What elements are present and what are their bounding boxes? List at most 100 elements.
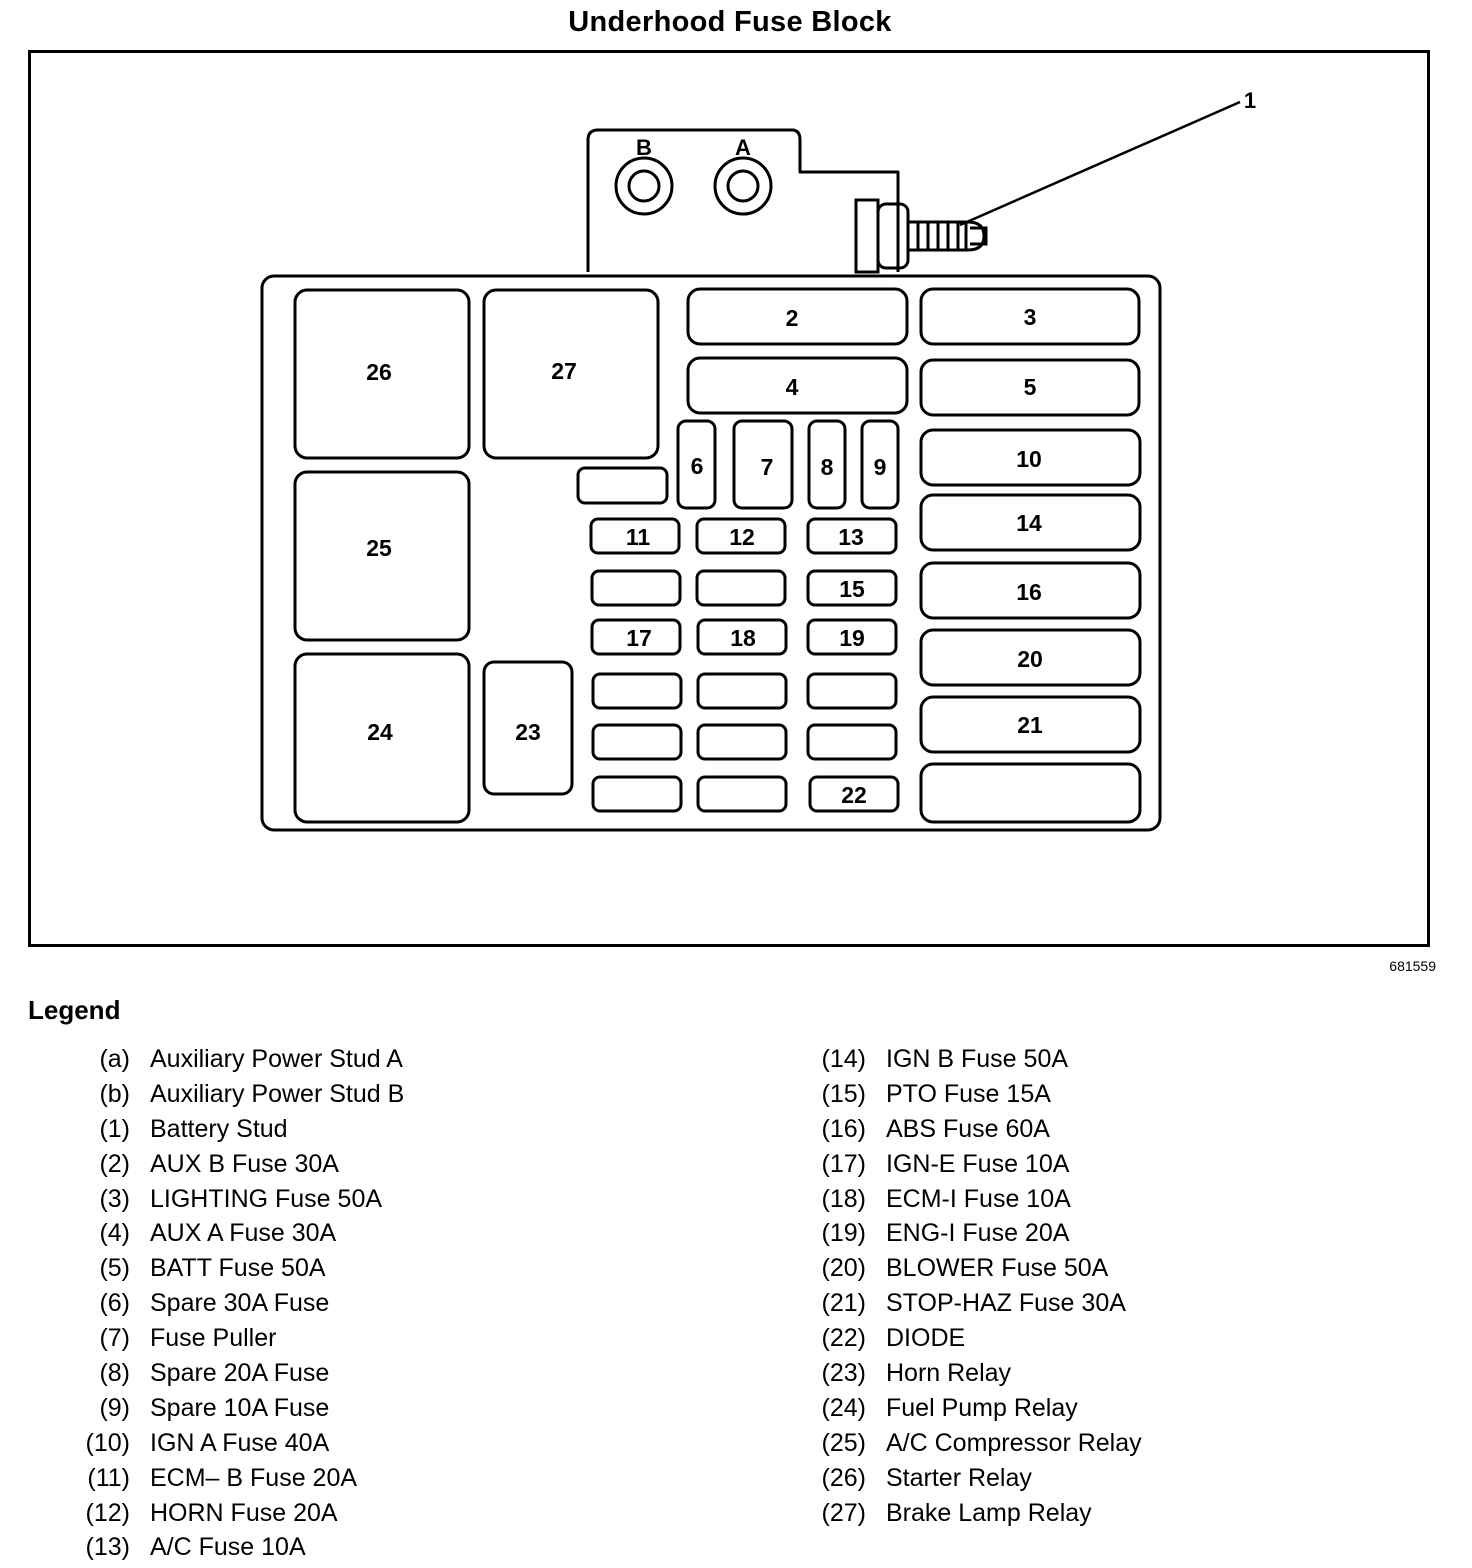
empty-slot [591,775,683,813]
legend-item: (2)AUX B Fuse 30A [78,1147,339,1182]
fuse-block-diagram: B A 1 [260,88,1256,832]
legend-description: Battery Stud [150,1114,288,1143]
slot-label-22: 22 [841,782,867,808]
legend-description: ECM-I Fuse 10A [886,1184,1071,1213]
legend-description: Fuse Puller [150,1324,277,1353]
relay-23-slot [482,660,574,796]
slot-label-5: 5 [1024,374,1037,400]
legend-code: (8) [99,1359,130,1388]
legend-description: ABS Fuse 60A [886,1114,1050,1143]
empty-slot [696,672,788,710]
legend-code: (14) [821,1045,866,1073]
callout-1-label: 1 [1244,88,1256,113]
slot-label-3: 3 [1024,304,1037,330]
empty-slot [696,723,788,761]
fuse-block-housing [260,274,1162,832]
legend-code: (9) [99,1393,130,1422]
stud-b-label: B [636,135,652,160]
legend-description: DIODE [886,1324,966,1353]
relay-24-slot [293,652,471,824]
slot-label-6: 6 [691,453,704,479]
legend-item: (26)Starter Relay [814,1461,1032,1496]
legend-item: (23) Horn Relay [814,1356,1012,1391]
legend-description: LIGHTING Fuse 50A [150,1184,383,1213]
callout-leader [959,100,1241,227]
legend-description: PTO Fuse 15A [886,1079,1051,1108]
legend-code: (23) [821,1359,866,1388]
legend-item: (18) ECM-I Fuse 10A [814,1182,1071,1217]
legend-item: (6)Spare 30A Fuse [78,1286,329,1321]
slot-label-23: 23 [515,719,541,745]
slot-label-26: 26 [366,359,392,385]
legend-code: (1) [99,1114,130,1143]
fuse-9-slot [860,419,900,510]
legend-item: (16) ABS Fuse 60A [814,1112,1050,1147]
fuse-10-slot [919,428,1142,487]
diagram-frame [28,50,1430,947]
fuse-14-slot [919,493,1142,552]
slot-label-16: 16 [1016,579,1042,605]
slot-label-8: 8 [821,454,834,480]
legend-item: (17) IGN-E Fuse 10A [814,1147,1070,1182]
legend-code: (16) [821,1114,866,1143]
legend-description: AUX B Fuse 30A [150,1149,339,1178]
diagram-title: Underhood Fuse Block [568,6,892,38]
legend-description: BATT Fuse 50A [150,1254,326,1283]
legend-item: (11) ECM– B Fuse 20A [78,1461,357,1496]
legend-description: BLOWER Fuse 50A [886,1254,1109,1283]
legend-item: (25) A/C Compressor Relay [814,1426,1142,1461]
legend-item: (21)STOP-HAZ Fuse 30A [814,1286,1126,1321]
slot-label-27: 27 [551,358,577,384]
slot-label-11: 11 [626,524,651,550]
legend-item: (9)Spare 10A Fuse [78,1391,329,1426]
legend-code: (27) [821,1498,866,1527]
legend-description: Starter Relay [886,1463,1032,1492]
empty-slot [591,723,683,761]
legend-code: (24) [821,1393,866,1422]
legend-code: (17) [821,1149,866,1178]
fuse-21-slot [919,695,1142,754]
legend-code: (5) [99,1254,130,1283]
fuse-17-slot [590,618,682,656]
slot-label-2: 2 [786,305,799,331]
legend-code: (25) [821,1428,866,1457]
legend-description: Spare 20A Fuse [150,1359,330,1388]
slot-label-12: 12 [729,524,755,550]
legend-code: (18) [821,1184,866,1213]
empty-slot [576,466,669,505]
legend-code: (11) [87,1463,130,1492]
legend-code: (6) [99,1289,130,1318]
stud-a-label: A [735,135,751,160]
legend-description: IGN B Fuse 50A [886,1045,1069,1073]
relay-25-slot [293,470,471,642]
fuse-2-slot [686,287,909,346]
legend-item: (22)DIODE [814,1321,966,1356]
fuse-4-slot [686,356,909,415]
legend-code: (15) [821,1079,866,1108]
slot-label-19: 19 [839,625,865,651]
legend-description: A/C Compressor Relay [886,1428,1142,1457]
legend-description: ENG-I Fuse 20A [886,1219,1070,1248]
legend-description: Horn Relay [886,1359,1012,1388]
legend-description: ECM– B Fuse 20A [150,1463,358,1492]
legend-code: (7) [99,1324,130,1353]
slot-label-21: 21 [1017,712,1043,738]
slot-label-18: 18 [730,625,756,651]
legend-code: (13) [85,1533,130,1562]
legend-item: (3)LIGHTING Fuse 50A [78,1182,382,1217]
legend-description: IGN-E Fuse 10A [886,1149,1070,1178]
figure-id: 681559 [1389,958,1436,974]
legend-description: Brake Lamp Relay [886,1498,1092,1527]
fuse-3-slot [919,287,1141,346]
fuse-6-slot [676,419,717,510]
legend-description: STOP-HAZ Fuse 30A [886,1289,1126,1318]
fuse-20-slot [919,628,1142,687]
legend-description: A/C Fuse 10A [150,1533,306,1562]
fuse-18-slot [696,618,788,656]
legend-description: HORN Fuse 20A [150,1498,338,1527]
fuse-11-slot [589,517,681,555]
fuse-8-slot [807,419,847,510]
legend-item: (4)AUX A Fuse 30A [78,1216,336,1251]
legend-item: (14) IGN B Fuse 50A [814,1042,1069,1077]
slot-label-17: 17 [626,625,652,651]
